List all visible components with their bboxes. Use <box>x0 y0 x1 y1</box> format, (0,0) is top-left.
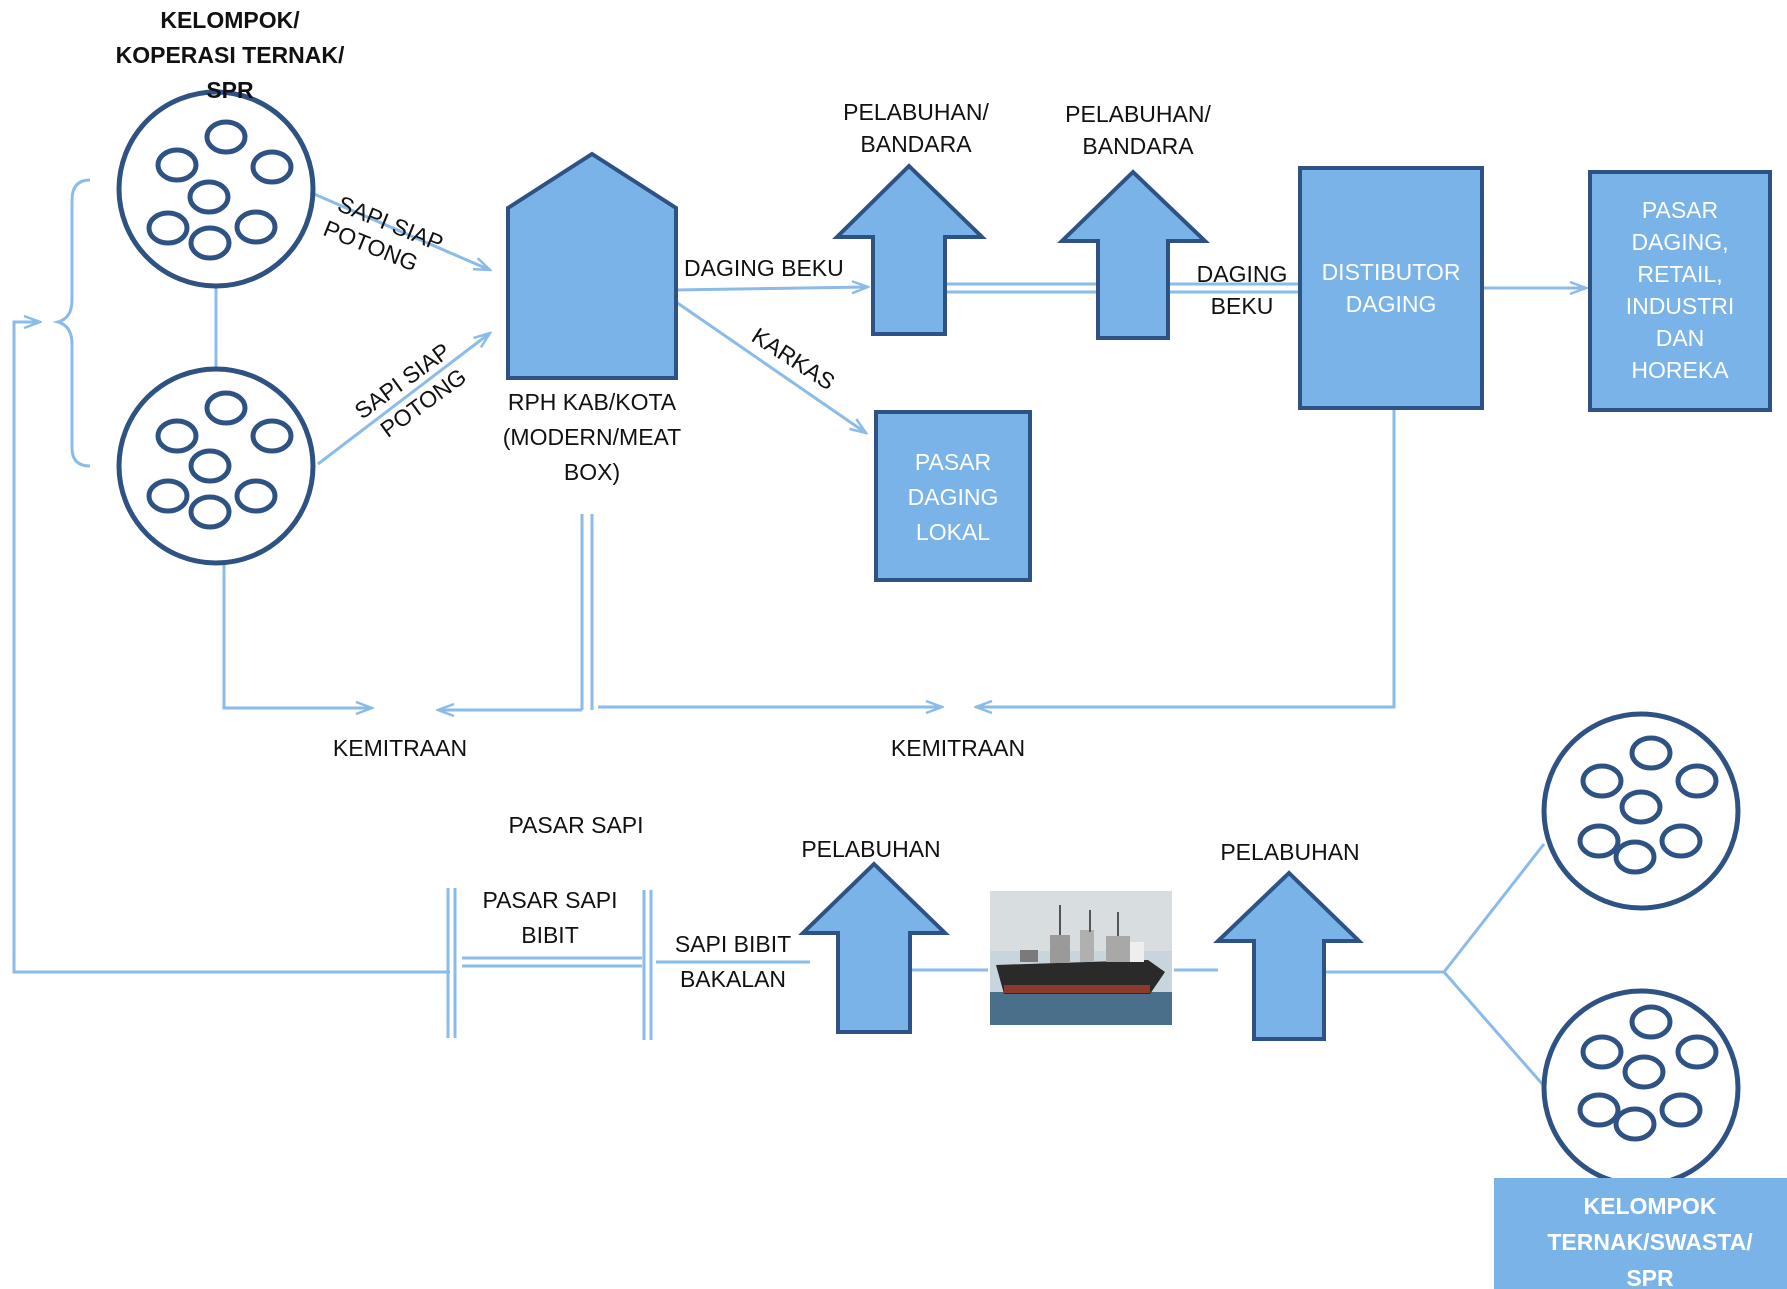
cattle-group-icon <box>116 89 316 289</box>
cattle-group-bottom-1 <box>1541 711 1741 911</box>
svg-text:DAN: DAN <box>1656 325 1705 351</box>
svg-text:SAPI BIBIT: SAPI BIBIT <box>675 931 791 957</box>
local-market-label: PASAR DAGING LOKAL <box>908 449 999 545</box>
edge-carcass <box>675 300 866 433</box>
svg-text:BANDARA: BANDARA <box>860 131 972 157</box>
market-retail-label: PASAR DAGING, RETAIL, INDUSTRI DAN HOREK… <box>1626 197 1735 383</box>
svg-text:BOX): BOX) <box>564 459 620 485</box>
slaughterhouse-house-icon <box>506 151 678 380</box>
cattle-market-label: PASAR SAPI <box>508 812 643 838</box>
edge-frozen-meat-1 <box>673 287 868 290</box>
edge-distributor-partnership <box>976 410 1396 707</box>
port-airport-2-up-arrow-icon <box>1057 169 1210 340</box>
svg-text:DAGING: DAGING <box>1197 261 1288 287</box>
svg-text:DAGING,: DAGING, <box>1631 229 1728 255</box>
svg-text:PELABUHAN/: PELABUHAN/ <box>1065 101 1211 127</box>
edge-label-ready-cattle-1: SAPI SIAP POTONG <box>320 191 447 277</box>
svg-text:SPR: SPR <box>206 77 254 103</box>
svg-text:HOREKA: HOREKA <box>1631 357 1729 383</box>
svg-text:DAGING: DAGING <box>1346 291 1437 317</box>
svg-text:KELOMPOK: KELOMPOK <box>1584 1193 1717 1219</box>
edge-ready-cattle-2 <box>317 333 490 466</box>
group-brace <box>52 178 91 468</box>
svg-text:PASAR: PASAR <box>1642 197 1718 223</box>
edge-label-feeder-cattle: SAPI BIBIT BAKALAN <box>675 931 791 992</box>
port-airport-2-label: PELABUHAN/ BANDARA <box>1065 101 1211 159</box>
ship-photo-icon <box>990 891 1172 1025</box>
edge-branch-upper <box>1442 843 1546 973</box>
svg-text:KELOMPOK/: KELOMPOK/ <box>160 7 300 33</box>
port-2-label: PELABUHAN <box>1220 839 1359 865</box>
svg-text:DAGING: DAGING <box>908 484 999 510</box>
svg-text:BIBIT: BIBIT <box>521 922 579 948</box>
cattle-group-icon <box>1541 711 1741 911</box>
cattle-group-icon <box>1541 988 1741 1188</box>
group-top-label: KELOMPOK/ KOPERASI TERNAK/ SPR <box>116 7 345 103</box>
port-2-up-arrow-icon <box>1213 870 1364 1041</box>
edge-branch-lower <box>1442 971 1546 1087</box>
svg-text:BANDARA: BANDARA <box>1082 133 1194 159</box>
svg-text:BAKALAN: BAKALAN <box>680 966 786 992</box>
svg-text:KOPERASI TERNAK/: KOPERASI TERNAK/ <box>116 42 345 68</box>
rph-label: RPH KAB/KOTA (MODERN/MEAT BOX) <box>503 389 681 485</box>
connectors <box>12 178 1586 1087</box>
local-market-box <box>874 410 1032 582</box>
cattle-group-bottom-2 <box>1541 988 1741 1188</box>
svg-text:RETAIL,: RETAIL, <box>1637 261 1722 287</box>
cattle-group-top-1 <box>116 89 316 289</box>
port-airport-1-up-arrow-icon <box>832 163 987 336</box>
svg-text:TERNAK/SWASTA/: TERNAK/SWASTA/ <box>1547 1229 1753 1255</box>
svg-text:LOKAL: LOKAL <box>916 519 990 545</box>
edge-label-frozen-meat-2: DAGING BEKU <box>1197 261 1288 319</box>
svg-text:INDUSTRI: INDUSTRI <box>1626 293 1735 319</box>
svg-text:SPR: SPR <box>1626 1265 1674 1289</box>
svg-text:PASAR: PASAR <box>915 449 991 475</box>
port-airport-1-label: PELABUHAN/ BANDARA <box>843 99 989 157</box>
partnership-label-1: KEMITRAAN <box>333 735 467 761</box>
svg-text:(MODERN/MEAT: (MODERN/MEAT <box>503 424 681 450</box>
cattle-group-top-2 <box>116 366 316 566</box>
return-loop-line <box>12 322 450 974</box>
partnership-label-2: KEMITRAAN <box>891 735 1025 761</box>
distributor-label: DISTIBUTOR DAGING <box>1322 259 1461 317</box>
group-bottom-label: KELOMPOK TERNAK/SWASTA/ SPR <box>1547 1193 1753 1289</box>
port-1-up-arrow-icon <box>798 861 950 1034</box>
svg-text:PELABUHAN/: PELABUHAN/ <box>843 99 989 125</box>
breeding-market-label: PASAR SAPI BIBIT <box>482 887 617 948</box>
market-retail-box <box>1588 170 1772 412</box>
group-bottom-label-box <box>1494 1178 1787 1289</box>
port-1-label: PELABUHAN <box>801 836 940 862</box>
svg-text:PASAR SAPI: PASAR SAPI <box>482 887 617 913</box>
edge-label-frozen-meat-1: DAGING BEKU <box>684 255 844 281</box>
edge-ready-cattle-1 <box>306 189 490 270</box>
distributor-box <box>1298 166 1484 410</box>
cattle-group-icon <box>116 366 316 566</box>
svg-text:BEKU: BEKU <box>1211 293 1274 319</box>
svg-text:RPH KAB/KOTA: RPH KAB/KOTA <box>508 389 677 415</box>
edge-group-partnership <box>222 558 372 708</box>
svg-text:DISTIBUTOR: DISTIBUTOR <box>1322 259 1461 285</box>
